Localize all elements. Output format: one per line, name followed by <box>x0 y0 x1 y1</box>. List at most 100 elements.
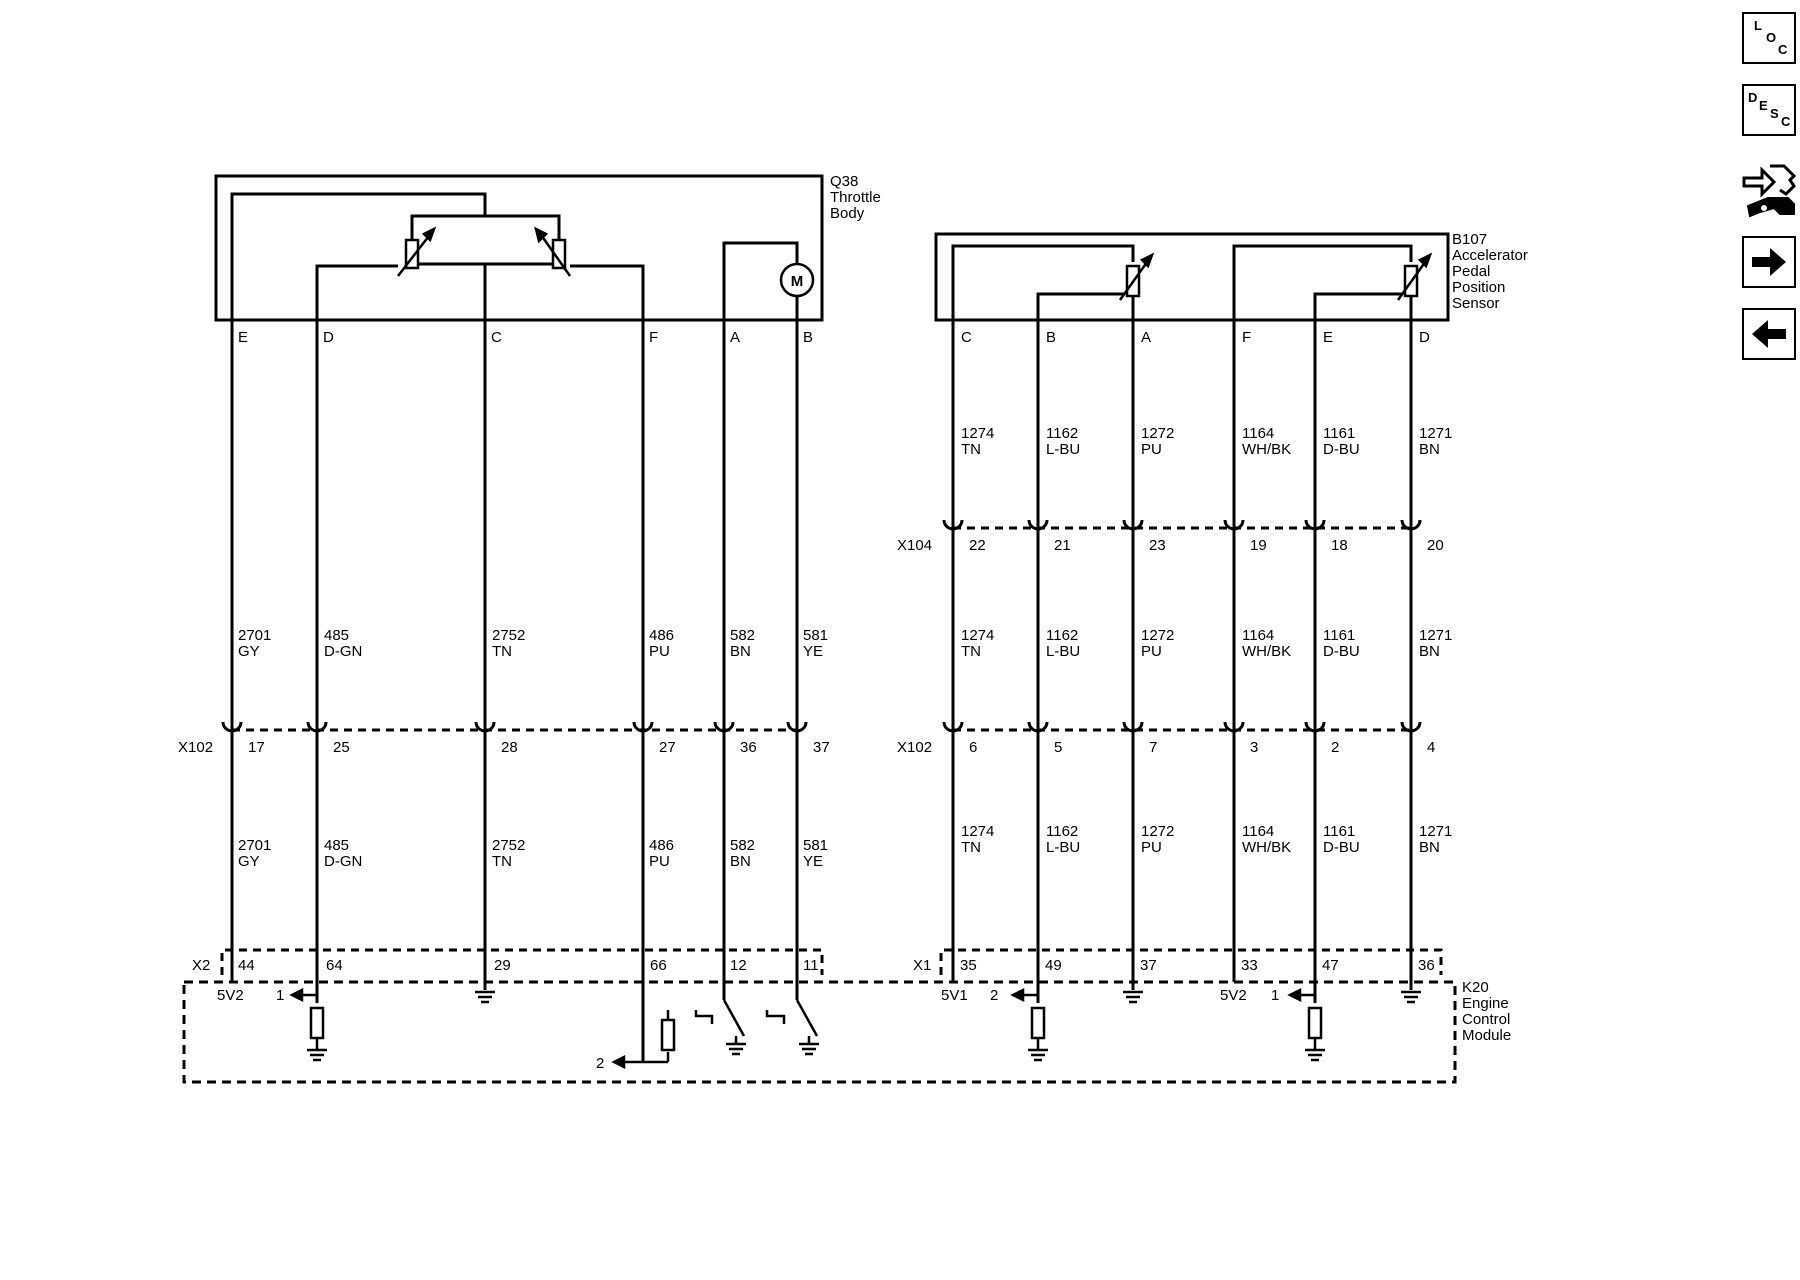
adjust-arrow <box>1118 257 1152 301</box>
connector-cup <box>632 721 654 733</box>
circuit-number: 1271 <box>1419 627 1452 644</box>
connector-pin: 27 <box>659 739 676 756</box>
desc-letter: S <box>1770 106 1779 121</box>
switch <box>694 1010 714 1024</box>
k20-ecm-outline <box>182 980 1457 1084</box>
connector-cup <box>942 721 964 733</box>
left-wire-pins: E D C F A B <box>238 329 813 346</box>
connector-cup <box>1122 519 1144 531</box>
loc-letter: L <box>1754 18 1762 33</box>
loc-letter: O <box>1766 30 1776 45</box>
b107-internal-b <box>1036 292 1124 326</box>
next-page-button[interactable] <box>1742 236 1796 288</box>
connector-pin: 21 <box>1054 537 1071 554</box>
connector-view-button[interactable] <box>1740 160 1798 222</box>
connector-end-view-icon <box>1742 164 1797 218</box>
right-wires <box>951 326 1413 1003</box>
switch <box>765 1010 786 1024</box>
b107-internal-e <box>1313 292 1402 326</box>
wire-color: PU <box>1141 441 1162 458</box>
x2-connector: X2 44 64 29 66 12 11 <box>192 948 824 975</box>
description-button[interactable]: D E S C <box>1742 84 1796 136</box>
connector-cup <box>1400 721 1422 733</box>
ref-voltage-label: 5V2 <box>217 987 244 1004</box>
wire-color: BN <box>730 643 751 660</box>
circuit-number: 1162 <box>1046 823 1078 840</box>
circuit-number: 1274 <box>961 823 994 840</box>
circuit-number: 582 <box>730 627 755 644</box>
x1-dashed-outline <box>939 948 1443 975</box>
wire-color: D-BU <box>1323 643 1360 660</box>
wire-color: BN <box>730 853 751 870</box>
wire-pin-label: B <box>803 329 813 346</box>
connector-cup <box>1122 721 1144 733</box>
connector-pin: 44 <box>238 957 255 974</box>
wire-color: TN <box>961 441 981 458</box>
wire-color: BN <box>1419 643 1440 660</box>
circuit-number: 1271 <box>1419 823 1452 840</box>
wire-pin-label: D <box>323 329 334 346</box>
connector-pin: 29 <box>494 957 511 974</box>
circuit-number: 1164 <box>1242 823 1274 840</box>
wire-color: TN <box>492 853 512 870</box>
wire-color: L-BU <box>1046 441 1080 458</box>
connector-pin: 47 <box>1322 957 1339 974</box>
connector-cup <box>786 721 808 733</box>
connector-pin: 7 <box>1149 739 1157 756</box>
left-wires <box>230 326 799 1062</box>
ecm-internal-left <box>289 987 819 1070</box>
connector-pin: 11 <box>803 957 819 974</box>
circuit-number: 1274 <box>961 627 994 644</box>
connector-cup <box>306 721 328 733</box>
wire-color: BN <box>1419 839 1440 856</box>
adjust-arrow-head <box>1417 252 1433 269</box>
connector-pin: 19 <box>1250 537 1267 554</box>
location-button[interactable]: L O C <box>1742 12 1796 64</box>
right-wire-pins: C B A F E D <box>961 329 1430 346</box>
circuit-number: 1161 <box>1323 823 1355 840</box>
connector-cup <box>1304 519 1326 531</box>
circuit-number: 1272 <box>1141 627 1174 644</box>
wire-color: YE <box>803 853 823 870</box>
connector-name: X1 <box>913 957 931 974</box>
connector-cup <box>1027 721 1049 733</box>
wire-color: WH/BK <box>1242 441 1291 458</box>
b107-name-4: Sensor <box>1452 295 1500 312</box>
circuit-number: 2701 <box>238 837 271 854</box>
pull-resistor <box>660 1018 676 1052</box>
signal-label: 1 <box>1271 987 1279 1004</box>
connector-name: X2 <box>192 957 210 974</box>
q38-body-box <box>214 174 824 322</box>
circuit-number: 1162 <box>1046 627 1078 644</box>
circuit-number: 1164 <box>1242 627 1274 644</box>
connector-cup <box>942 519 964 531</box>
connector-cup <box>474 721 496 733</box>
connector-cup <box>221 721 243 733</box>
previous-page-button[interactable] <box>1742 308 1796 360</box>
connector-cup <box>1223 519 1245 531</box>
signal-arrow <box>289 987 304 1003</box>
connector-pin: 36 <box>1418 957 1435 974</box>
left-x102-connector: X102 17 25 28 27 36 37 <box>178 721 830 756</box>
right-wire-labels-top: 1274 TN 1162 L-BU 1272 PU 1164 WH/BK 116… <box>961 425 1452 458</box>
desc-icon: D E S C <box>1748 90 1791 129</box>
q38-label: Q38 Throttle Body <box>830 173 881 222</box>
k20-name-2: Control <box>1462 1011 1510 1028</box>
b107-sensor-1 <box>1118 252 1155 301</box>
connector-pin: 66 <box>650 957 667 974</box>
connector-pin: 23 <box>1149 537 1166 554</box>
wire-pin-label: A <box>730 329 740 346</box>
b107-ref: B107 <box>1452 231 1487 248</box>
wire-color: PU <box>1141 839 1162 856</box>
k20-name-1: Engine <box>1462 995 1509 1012</box>
q38-internal-e <box>230 192 487 326</box>
b107-internal-c <box>951 244 1135 326</box>
wire-pin-label: A <box>1141 329 1151 346</box>
connector-pin: 5 <box>1054 739 1062 756</box>
motor-symbol: M <box>791 273 804 290</box>
circuit-number: 582 <box>730 837 755 854</box>
connector-pin: 2 <box>1331 739 1339 756</box>
wire-color: L-BU <box>1046 643 1080 660</box>
connector-pin: 64 <box>326 957 343 974</box>
right-x102-connector: X102 6 5 7 3 2 4 <box>897 721 1435 756</box>
